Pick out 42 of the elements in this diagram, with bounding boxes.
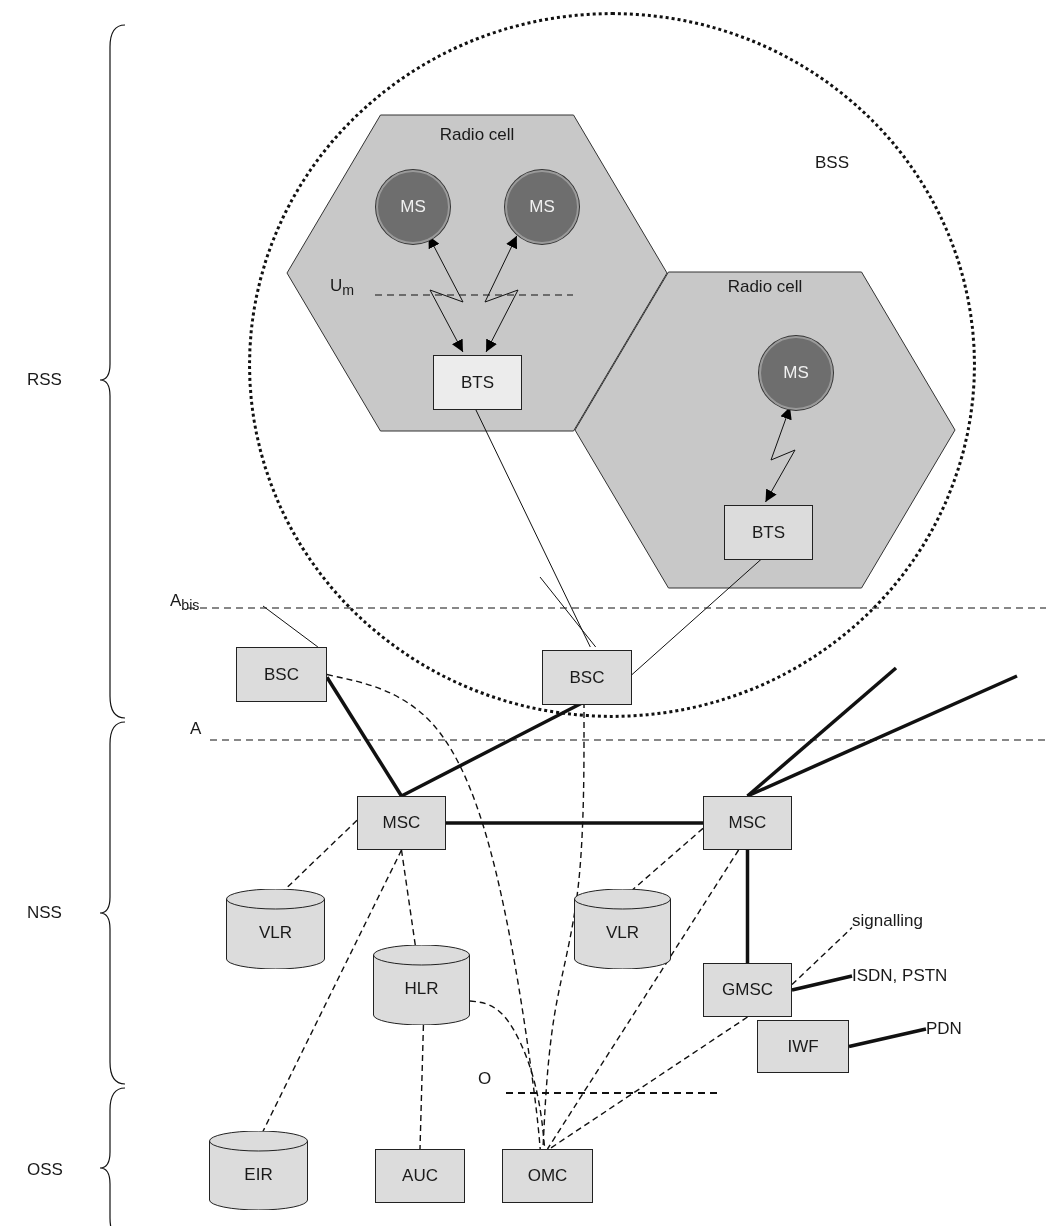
connector-line — [326, 673, 541, 1150]
connector-line — [325, 676, 403, 797]
section-label: NSS — [27, 903, 62, 923]
equipment-box: GMSC — [703, 963, 792, 1017]
interface-label: A — [190, 719, 202, 739]
connector-line — [446, 821, 703, 825]
connector-line — [546, 849, 740, 1150]
connector-line — [745, 850, 750, 963]
arrow — [484, 235, 519, 353]
connector-line — [262, 605, 319, 648]
connector-line — [746, 674, 1018, 798]
interface-label: O — [478, 1069, 492, 1089]
connector-line — [791, 926, 853, 986]
boundary-label: BSS — [815, 153, 850, 173]
interface-label: U$_{m}$ — [330, 276, 355, 299]
equipment-box: MSC — [703, 796, 792, 850]
equipment-box: MSC — [357, 796, 446, 850]
network-label: signalling — [852, 910, 952, 932]
equipment-box: BSC — [542, 650, 632, 705]
equipment-box: BTS — [433, 355, 522, 410]
equipment-box: AUC — [375, 1149, 465, 1203]
equipment-box: BSC — [236, 647, 327, 702]
connector-line — [791, 974, 853, 992]
database-cylinder: HLR — [373, 945, 470, 1025]
database-cylinder: VLR — [226, 889, 325, 969]
connector-line — [419, 1024, 425, 1150]
equipment-box: IWF — [757, 1020, 849, 1073]
dotted-boundary-circle — [248, 12, 976, 718]
equipment-box: OMC — [502, 1149, 593, 1203]
database-cylinder: EIR — [209, 1131, 308, 1210]
connector-line — [848, 1027, 927, 1049]
network-label: ISDN, PSTN — [852, 965, 974, 987]
cell-label: Radio cell — [726, 277, 804, 297]
connector-line — [548, 1016, 749, 1150]
network-label: PDN — [926, 1018, 976, 1040]
cell-label: Radio cell — [438, 125, 516, 145]
interface-label: A$_{bis}$ — [170, 591, 200, 614]
section-label: OSS — [27, 1160, 63, 1180]
equipment-box: BTS — [724, 505, 813, 560]
section-label: RSS — [27, 370, 62, 390]
connector-line — [539, 576, 597, 648]
database-cylinder: VLR — [574, 889, 671, 969]
